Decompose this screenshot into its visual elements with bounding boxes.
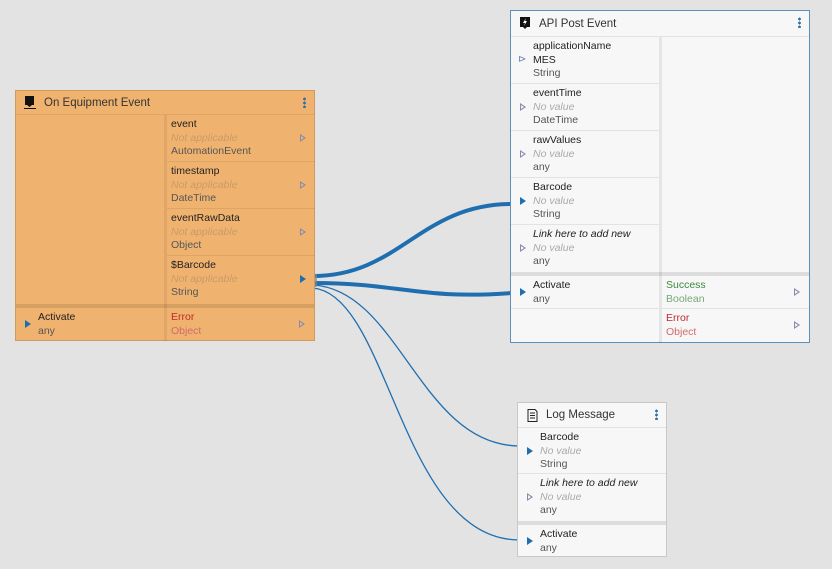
lightning-icon [519,17,531,30]
output-pin-icon[interactable] [300,228,306,236]
wire-barcode-to-api-barcode[interactable] [312,202,513,278]
document-icon [526,408,538,422]
input-pin-icon[interactable] [520,103,526,111]
node-title: Log Message [546,409,616,421]
input-pin-connected-icon[interactable] [520,288,526,296]
wire-activate-to-log-activate[interactable] [312,287,521,541]
input-pin-icon[interactable] [527,493,533,501]
node-header[interactable]: On Equipment Event [16,91,314,115]
input-pin-icon[interactable] [25,320,31,328]
node-header[interactable]: API Post Event [511,11,809,37]
input-pin-connected-icon[interactable] [520,197,526,205]
node-header[interactable]: Log Message [518,403,666,428]
more-options-icon[interactable] [655,409,658,420]
output-pin-connected-icon[interactable] [300,275,306,283]
equipment-icon [24,96,36,109]
output-pin-icon[interactable] [300,134,306,142]
output-pin-icon[interactable] [299,320,305,328]
more-options-icon[interactable] [798,17,801,28]
output-pin-icon[interactable] [300,181,306,189]
input-pin-default-icon[interactable]: ⊳ [518,54,527,65]
node-title: On Equipment Event [44,96,151,109]
output-pin-icon[interactable] [794,288,800,296]
output-pin-icon[interactable] [794,321,800,329]
input-pin-connected-icon[interactable] [527,537,533,545]
node-title: API Post Event [539,17,617,30]
more-options-icon[interactable] [303,97,306,108]
input-pin-icon[interactable] [520,244,526,252]
wire-barcode-to-log-barcode[interactable] [312,284,521,447]
input-pin-icon[interactable] [520,150,526,158]
input-pin-connected-icon[interactable] [527,447,533,455]
wire-activate-to-api-activate[interactable] [312,281,513,297]
